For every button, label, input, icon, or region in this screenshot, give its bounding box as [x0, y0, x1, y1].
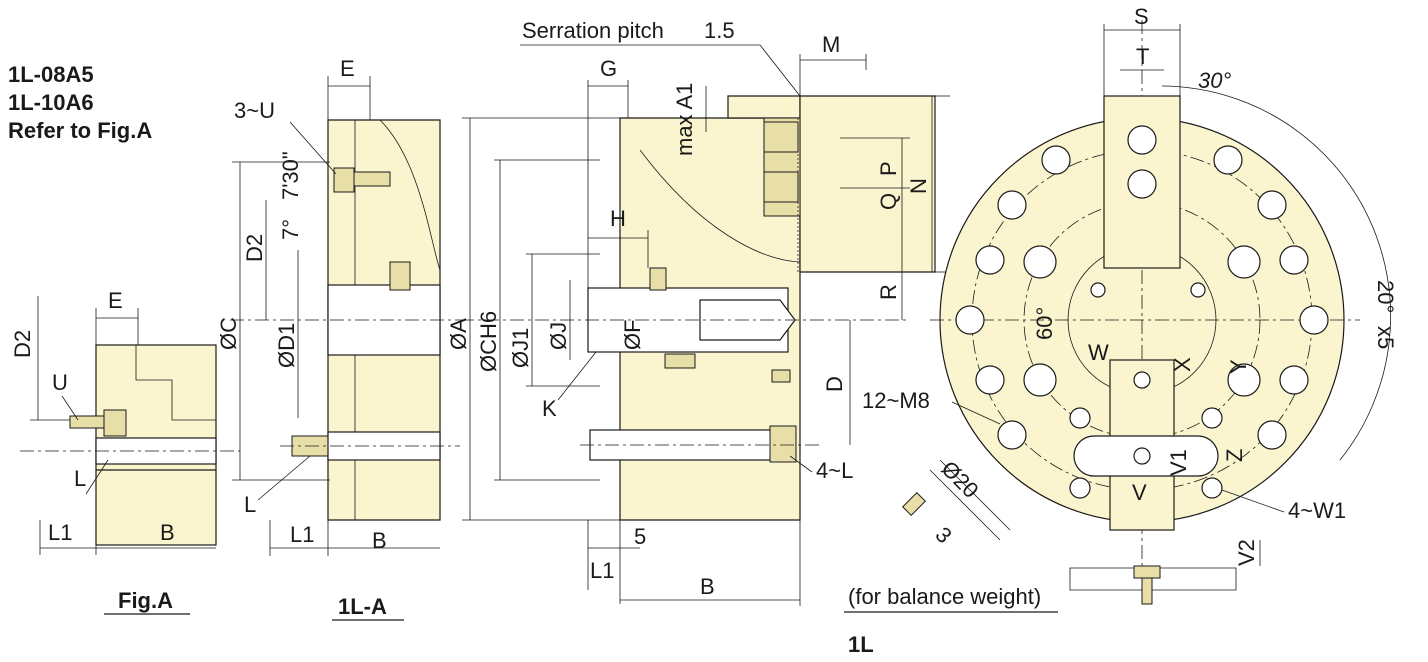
dim-m: M	[822, 32, 840, 57]
dim-angle-7: 7°	[278, 219, 303, 240]
dim-b-main: B	[700, 574, 715, 599]
fig-a-screw-head	[103, 409, 127, 437]
dim-t: T	[1136, 44, 1149, 69]
jaw-bolt-holes	[1023, 245, 1261, 397]
dim-l-a: L	[74, 466, 86, 491]
dim-e: E	[340, 56, 355, 81]
fig-a-view: D2 E U L L1 B Fig.A	[10, 288, 240, 615]
dim-l: L	[244, 492, 256, 517]
caption-1l: 1L	[848, 632, 874, 657]
dim-v: V	[1132, 480, 1147, 505]
serration-label: Serration pitch	[522, 18, 664, 43]
caption-fig-a: Fig.A	[118, 588, 173, 613]
w1-holes	[1069, 407, 1223, 499]
dim-v1: V1	[1166, 449, 1191, 476]
dim-n: N	[906, 178, 931, 194]
dim-l1: L1	[290, 522, 314, 547]
dim-60deg: 60°	[1032, 307, 1057, 340]
dim-max-a1: max A1	[672, 83, 697, 156]
view-1l-a: E 3~U 7'30" 7° D2 ØC ØD1 L L1 B 1L-A	[216, 56, 460, 621]
dim-h: H	[610, 206, 626, 231]
dim-12m8: 12~M8	[862, 388, 930, 413]
dim-x: X	[1170, 357, 1195, 372]
dim-w: W	[1088, 340, 1109, 365]
dim-y: Y	[1226, 359, 1251, 374]
model-note-1: 1L-08A5	[8, 62, 94, 87]
model-notes: 1L-08A5 1L-10A6 Refer to Fig.A	[8, 62, 152, 143]
dim-dia-j1: ØJ1	[508, 328, 533, 368]
dim-r: R	[876, 284, 901, 300]
refer-note: Refer to Fig.A	[8, 118, 152, 143]
dim-angle-730: 7'30"	[278, 151, 303, 200]
dim-s: S	[1134, 4, 1149, 29]
1la-screw-head	[333, 167, 355, 193]
dim-l1-main: L1	[590, 558, 614, 583]
dim-dia-a: ØA	[446, 318, 471, 350]
fig-a-screw	[69, 415, 105, 429]
dim-x5: x5	[1373, 326, 1398, 349]
dim-dia-f: ØF	[620, 319, 645, 350]
serration-value: 1.5	[704, 18, 735, 43]
balance-caption: (for balance weight)	[848, 584, 1041, 609]
dim-dia-j: ØJ	[546, 322, 571, 350]
dim-dia-ch6: ØCH6	[476, 311, 501, 372]
front-view: S T 30° 20° x5 60° W X Y 12~M8 V1 Z V 4~…	[844, 4, 1398, 657]
dim-4w1: 4~W1	[1288, 498, 1346, 523]
dim-b-a: B	[160, 520, 175, 545]
dim-l1-a: L1	[48, 520, 72, 545]
dim-p: P	[876, 161, 901, 176]
dim-u-a: U	[52, 370, 68, 395]
dim-b: B	[372, 528, 387, 553]
section-view: Serration pitch 1.5 G max A1 M P Q N R H	[446, 18, 950, 606]
caption-1l-a: 1L-A	[338, 594, 387, 619]
dim-v2: V2	[1234, 539, 1259, 566]
dim-20deg: 20°	[1373, 280, 1398, 313]
dim-4l: 4~L	[816, 458, 853, 483]
m8-holes	[955, 145, 1329, 450]
dim-d: D	[822, 376, 847, 392]
dim-z: Z	[1222, 449, 1247, 462]
dim-g: G	[600, 56, 617, 81]
model-note-2: 1L-10A6	[8, 90, 94, 115]
dim-dia-c: ØC	[216, 317, 241, 350]
dim-3: 3	[930, 522, 956, 548]
dim-5: 5	[634, 524, 646, 549]
dim-e-a: E	[108, 288, 123, 313]
dim-q: Q	[876, 193, 901, 210]
dim-d2: D2	[242, 234, 267, 262]
dim-dia20: Ø20	[936, 456, 983, 503]
dim-d2-a: D2	[10, 330, 35, 358]
dim-k: K	[542, 396, 557, 421]
dim-3u: 3~U	[234, 98, 275, 123]
dim-dia-d1: ØD1	[274, 323, 299, 368]
balance-weight: Ø20 3	[901, 456, 1011, 548]
dim-30deg: 30°	[1198, 68, 1231, 93]
